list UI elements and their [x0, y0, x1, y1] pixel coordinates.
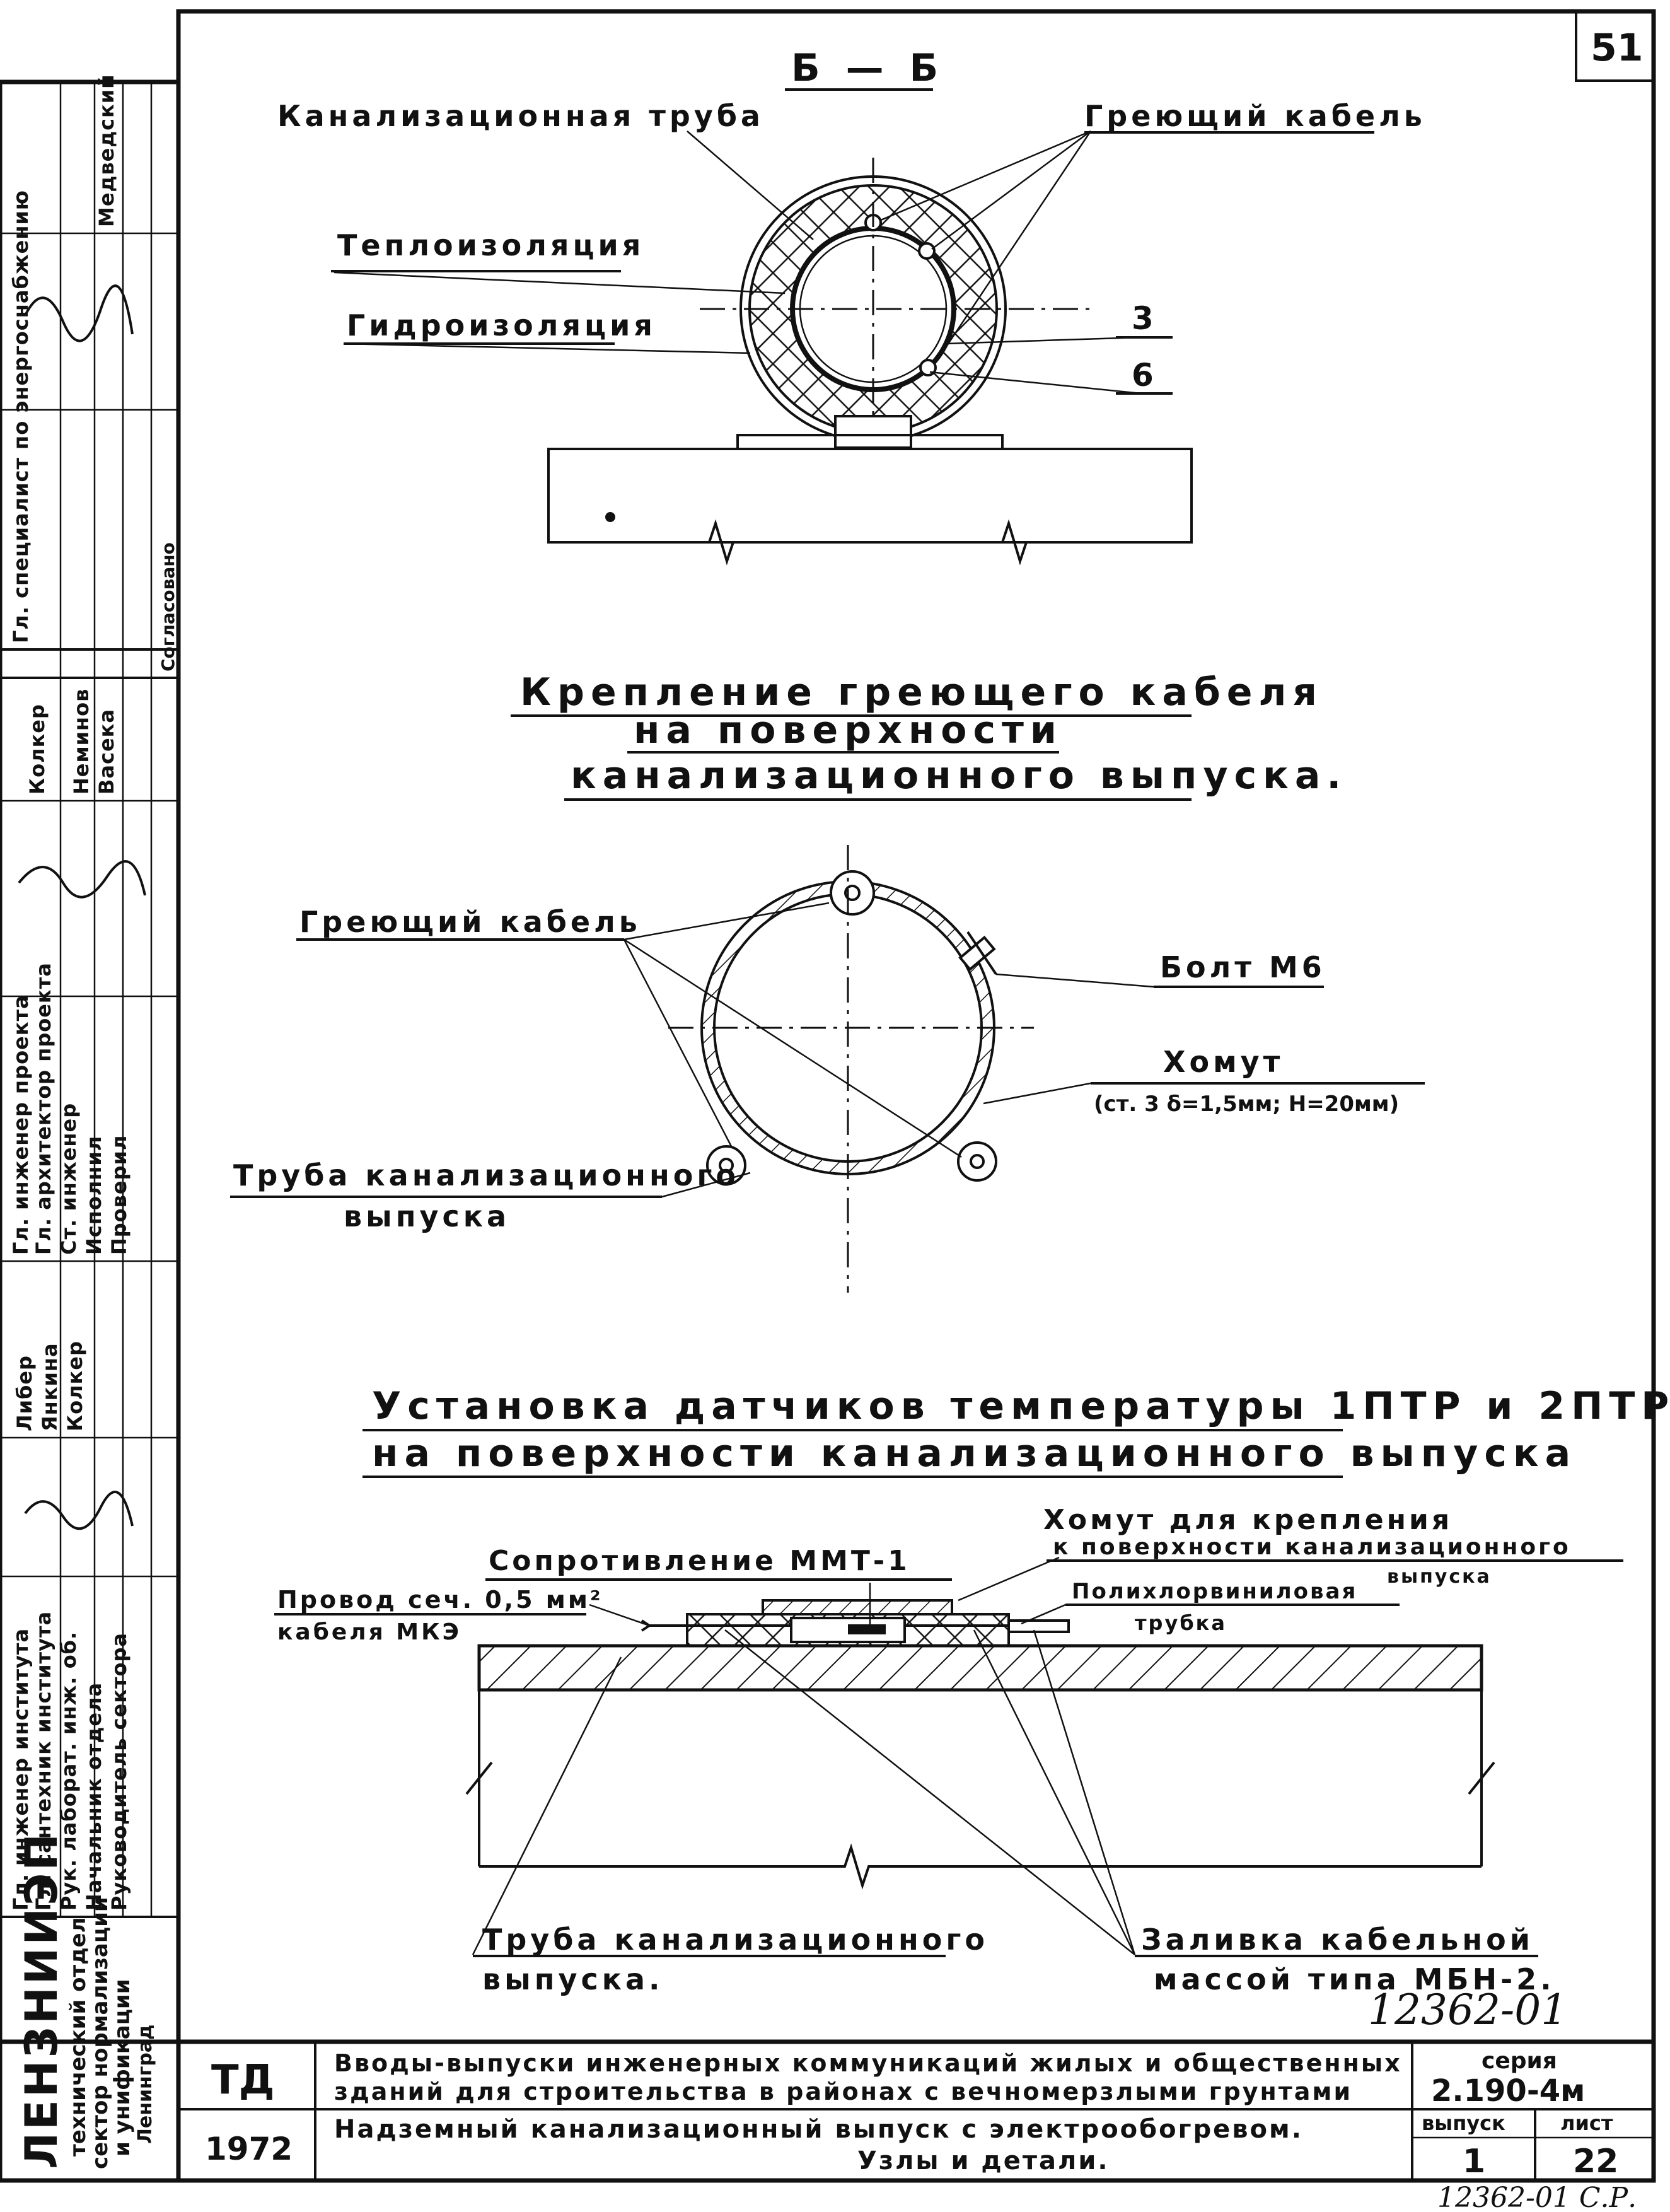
- side-city: Ленинград: [134, 2025, 156, 2144]
- title-line-2: зданий для строительства в районах с веч…: [334, 2078, 1352, 2105]
- handwritten-number: 12362-01: [1368, 1986, 1567, 2034]
- role-1: Гл. инженер проекта: [9, 994, 33, 1255]
- sensor-title-1: Установка датчиков температуры 1ПТР и 2П…: [372, 1384, 1670, 1428]
- label-bolt: Болт М6: [1160, 950, 1326, 984]
- role-8: Рук. лаборат. инж. об.: [57, 1631, 81, 1911]
- label-fill-1: Заливка кабельной: [1141, 1923, 1534, 1957]
- label-clamp-2: к поверхности канализационного: [1053, 1534, 1571, 1560]
- label-clamp-3: выпуска: [1387, 1566, 1492, 1588]
- name-5: Янкина: [38, 1342, 62, 1431]
- label-insulation: Теплоизоляция: [337, 228, 644, 262]
- role-10: Руководитель сектора: [107, 1633, 131, 1911]
- clamp-strip: [762, 1599, 953, 1615]
- label-resistor: Сопротивление ММТ-1: [489, 1545, 910, 1577]
- side-org: ЛЕНЗНИИЭП: [16, 1831, 67, 2169]
- sensor-title-2: на поверхности канализационного выпуска: [372, 1431, 1577, 1476]
- subtitle-line-1: Надземный канализационный выпуск с элект…: [334, 2115, 1303, 2144]
- label-wire-2: кабеля МКЭ: [277, 1619, 461, 1645]
- role-5: Проверил: [107, 1135, 131, 1255]
- label-fill-2: массой типа МБН-2.: [1154, 1962, 1555, 1996]
- label-pvc-2: трубка: [1135, 1611, 1227, 1635]
- name-0: Медведский: [95, 74, 119, 227]
- role-2: Гл. архитектор проекта: [32, 962, 55, 1255]
- heating-cable-right: [918, 242, 936, 260]
- label-clamp-spec: (ст. 3 δ=1,5мм; Н=20мм): [1094, 1091, 1399, 1117]
- section-title: Б — Б: [791, 46, 944, 90]
- role-0: Гл. специалист по энергоснабжению: [9, 190, 33, 643]
- mounting-detail: Крепление греющего кабеля на поверхности…: [230, 670, 1425, 1293]
- role-9: Начальник отдела: [82, 1682, 106, 1911]
- side-dept-1: технический отдел: [66, 1917, 91, 2157]
- side-agreed: Согласовано: [158, 542, 178, 672]
- role-4: Исполнил: [82, 1136, 106, 1255]
- side-dept-2: сектор нормализации: [88, 1897, 113, 2169]
- label-pvc-1: Полихлорвиниловая: [1072, 1579, 1357, 1604]
- subtitle-line-2: Узлы и детали.: [857, 2146, 1110, 2175]
- section-b-b: Б — Б Канализационная труба Греющий каб: [277, 46, 1426, 566]
- role-3: Ст. инженер: [57, 1103, 81, 1255]
- support-beam: [547, 448, 1193, 544]
- sheet-label: лист: [1560, 2111, 1613, 2135]
- signature-3: [24, 1491, 134, 1530]
- label-heating-cable: Греющий кабель: [1084, 99, 1426, 133]
- side-dept-3: и унификации: [110, 1979, 135, 2157]
- name-3: Васека: [95, 709, 119, 795]
- mounting-title-1: Крепление греющего кабеля: [520, 670, 1323, 714]
- pipe-wall-hatched: [477, 1644, 1483, 1692]
- callout-3: 3: [1132, 300, 1154, 337]
- corner-number-box: 51: [1575, 10, 1655, 82]
- title-code: ТД: [211, 2057, 275, 2104]
- side-stamp: ЛЕНЗНИИЭП технический отдел сектор норма…: [0, 74, 181, 2183]
- title-block: ТД 1972 Вводы-выпуски инженерных коммуни…: [176, 2039, 1656, 2183]
- label-waterproofing: Гидроизоляция: [347, 308, 656, 342]
- issue-label: выпуск: [1422, 2111, 1505, 2135]
- label-wire-1: Провод сеч. 0,5 мм²: [277, 1586, 603, 1614]
- title-year: 1972: [205, 2131, 293, 2167]
- label-sewer-pipe: Канализационная труба: [277, 99, 764, 133]
- label-clamp-1: Хомут для крепления: [1043, 1504, 1453, 1536]
- mounting-title-2: на поверхности: [634, 708, 1063, 752]
- issue-value: 1: [1463, 2143, 1485, 2180]
- role-7: Гл. сантехник института: [32, 1611, 55, 1911]
- title-line-1: Вводы-выпуски инженерных коммуникаций жи…: [334, 2049, 1402, 2077]
- mounting-title-3: канализационного выпуска.: [571, 754, 1347, 798]
- label-pipe-1: Труба канализационного: [233, 1158, 739, 1192]
- bolt-m6: [958, 935, 996, 972]
- corner-number: 51: [1591, 26, 1644, 70]
- name-6: Колкер: [63, 1341, 87, 1431]
- label-pipe-2: выпуска: [344, 1199, 510, 1233]
- name-1: Колкер: [25, 704, 49, 795]
- bottom-margin-number: 12362-01 С.Р.: [1437, 2182, 1637, 2212]
- label-clamp: Хомут: [1163, 1045, 1284, 1079]
- series-label: серия: [1482, 2048, 1557, 2074]
- name-4: Либер: [13, 1355, 37, 1431]
- sensor-detail: Установка датчиков температуры 1ПТР и 2П…: [274, 1384, 1670, 2034]
- heating-cable-bottom: [919, 359, 937, 376]
- role-6: Гл. инженер института: [9, 1628, 33, 1911]
- name-2: Неминов: [69, 689, 93, 795]
- series-value: 2.190-4м: [1431, 2073, 1585, 2109]
- label-pipe-4: выпуска.: [482, 1962, 663, 1996]
- callout-6: 6: [1132, 357, 1154, 393]
- label-heating-cable-2: Греющий кабель: [299, 905, 641, 939]
- signature-2: [18, 860, 146, 899]
- signature-1: [24, 284, 134, 342]
- sheet-value: 22: [1573, 2143, 1618, 2180]
- label-pipe-3: Труба канализационного: [482, 1923, 989, 1957]
